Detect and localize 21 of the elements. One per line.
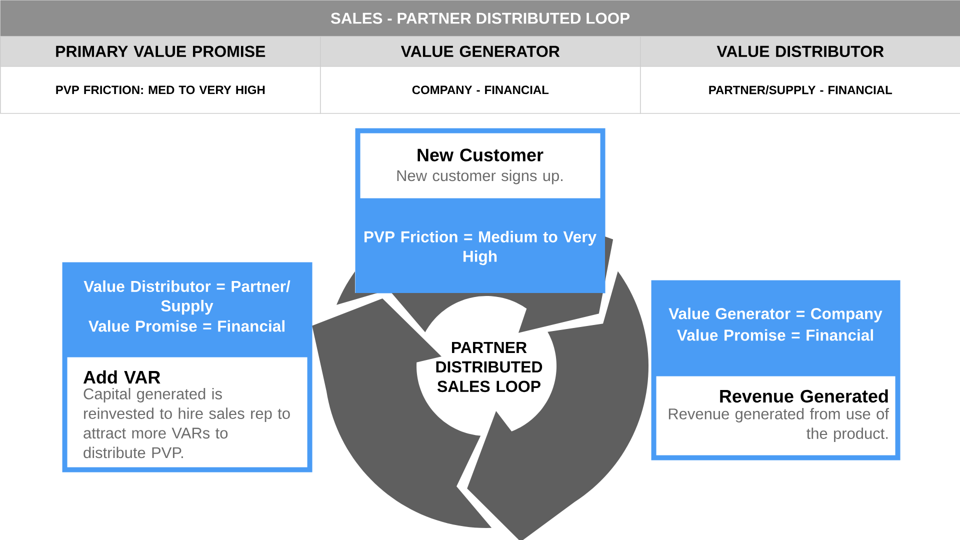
column-header: VALUE DISTRIBUTOR <box>640 36 960 67</box>
info-panel <box>651 280 900 460</box>
panel-text: Value Promise = Financial <box>88 320 284 332</box>
panel-text: Value Distributor = Partner/ Supply <box>84 280 290 315</box>
step-description: New customer signs up. <box>397 170 562 184</box>
step-description: Capital generated is reinvested to hire sales rep to attract more VARs to distribute PVP. <box>84 388 290 458</box>
step-card <box>67 357 308 468</box>
table-cell: PVP FRICTION: MED TO VERY HIGH <box>0 66 321 114</box>
info-panel <box>62 262 312 472</box>
step-description: Revenue generated from use of the product. <box>668 408 889 442</box>
step-title: New Customer <box>418 148 544 162</box>
title-bar: SALES - PARTNER DISTRIBUTED LOOP <box>0 0 960 36</box>
panel-text: Value Generator = Company <box>668 308 882 322</box>
panel-text: Value Promise = Financial <box>677 329 873 341</box>
column-header: PRIMARY VALUE PROMISE <box>0 36 321 67</box>
column-header: VALUE GENERATOR <box>320 36 641 67</box>
step-title: Revenue Generated <box>720 389 888 403</box>
table-cell: PARTNER/SUPPLY - FINANCIAL <box>640 66 960 114</box>
step-card <box>656 376 896 456</box>
step-title: Add VAR <box>83 370 160 384</box>
step-card <box>360 133 600 198</box>
